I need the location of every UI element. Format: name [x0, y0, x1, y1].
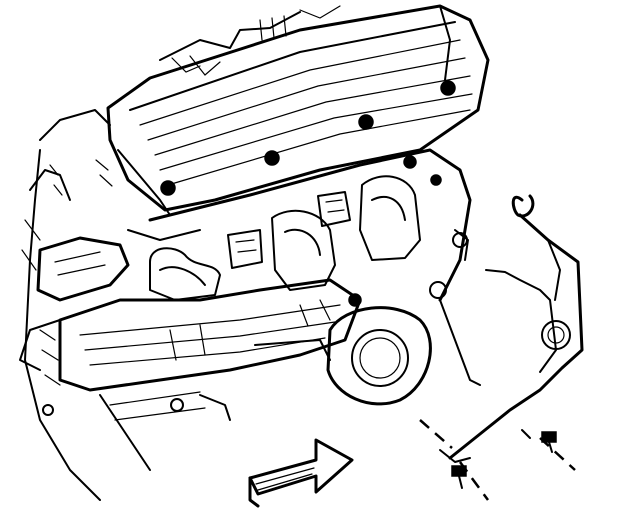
fasteners — [419, 419, 576, 501]
exhaust-flange — [326, 293, 432, 406]
detail-strokes — [95, 159, 331, 361]
cover-bolt — [264, 150, 280, 166]
bolt-lower — [451, 465, 467, 489]
cover-bolt — [430, 174, 442, 186]
valve-cover-bolts — [160, 80, 456, 196]
front-direction-arrow-icon — [248, 438, 354, 508]
cover-bolt — [440, 80, 456, 96]
bolt-right — [541, 431, 557, 453]
cover-bolt — [403, 155, 417, 169]
valve-cover — [106, 4, 490, 216]
cover-bolt — [358, 114, 374, 130]
flange-bolt — [348, 293, 362, 307]
cover-bolt — [160, 180, 176, 196]
cylinder-head — [21, 109, 481, 386]
engine-block-lower — [24, 236, 231, 501]
dipstick-tube-bracket — [439, 194, 584, 463]
